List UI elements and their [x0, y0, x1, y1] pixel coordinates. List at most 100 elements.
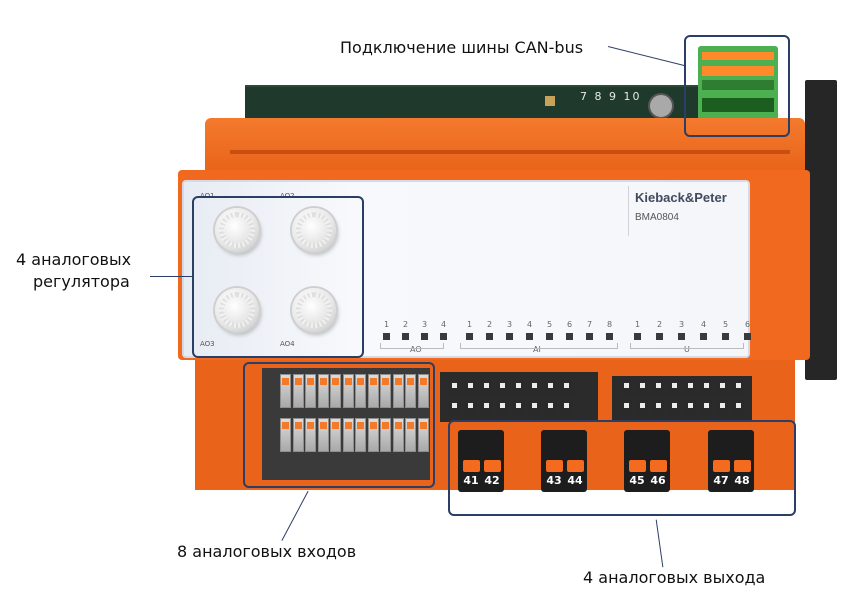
input-terminal[interactable]	[292, 374, 304, 408]
status-led	[526, 333, 533, 340]
status-led	[656, 333, 663, 340]
terminal-block[interactable]	[560, 380, 573, 396]
plug-release-tab	[650, 460, 667, 472]
can-bus-terminal	[698, 46, 778, 120]
input-terminal[interactable]	[417, 374, 429, 408]
input-terminal[interactable]	[330, 374, 341, 408]
led-number: 4	[527, 320, 533, 329]
terminal-block[interactable]	[732, 400, 745, 416]
input-terminal[interactable]	[342, 374, 354, 408]
terminal-block[interactable]	[448, 380, 461, 396]
terminal-block[interactable]	[700, 400, 713, 416]
led-number: 6	[745, 320, 751, 329]
regulator-knob-1[interactable]	[215, 208, 259, 252]
terminal-block[interactable]	[512, 400, 525, 416]
terminal-block[interactable]	[528, 380, 541, 396]
input-terminal[interactable]	[367, 374, 379, 408]
terminal-block[interactable]	[528, 400, 541, 416]
led-number: 8	[607, 320, 613, 329]
led-group-label-ai: AI	[533, 345, 541, 354]
input-terminal[interactable]	[305, 374, 316, 408]
terminal-block[interactable]	[464, 380, 477, 396]
terminal-block[interactable]	[544, 400, 557, 416]
terminal-block[interactable]	[620, 400, 633, 416]
status-led	[744, 333, 751, 340]
input-terminal[interactable]	[317, 374, 329, 408]
led-number: 3	[422, 320, 428, 329]
knob-label-ao3: AO3	[200, 340, 215, 348]
terminal-block[interactable]	[668, 380, 681, 396]
input-terminal[interactable]	[367, 418, 379, 452]
led-bracket-u	[630, 343, 744, 349]
plug-release-tab	[734, 460, 751, 472]
terminal-block[interactable]	[700, 380, 713, 396]
terminal-block[interactable]	[464, 400, 477, 416]
input-terminal[interactable]	[405, 374, 416, 408]
terminal-block[interactable]	[636, 400, 649, 416]
terminal-block[interactable]	[560, 400, 573, 416]
input-terminal[interactable]	[380, 418, 391, 452]
regulator-knob-2[interactable]	[292, 208, 336, 252]
terminal-block[interactable]	[620, 380, 633, 396]
input-terminal[interactable]	[280, 374, 291, 408]
input-terminal[interactable]	[392, 418, 404, 452]
led-number: 4	[441, 320, 447, 329]
terminal-block[interactable]	[636, 380, 649, 396]
input-terminal[interactable]	[355, 374, 366, 408]
terminal-block[interactable]	[732, 380, 745, 396]
input-terminal[interactable]	[330, 418, 341, 452]
plug-release-tab	[713, 460, 730, 472]
terminal-block[interactable]	[512, 380, 525, 396]
led-number: 2	[657, 320, 663, 329]
input-terminal[interactable]	[417, 418, 429, 452]
terminal-block[interactable]	[480, 380, 493, 396]
led-group-label-u: U	[684, 345, 690, 354]
regulator-knob-4[interactable]	[292, 288, 336, 332]
status-led	[634, 333, 641, 340]
terminal-block[interactable]	[716, 380, 729, 396]
led-number: 2	[403, 320, 409, 329]
status-led	[678, 333, 685, 340]
terminal-block[interactable]	[684, 400, 697, 416]
status-led	[506, 333, 513, 340]
pcb-numbers: 7 8 9 10	[580, 90, 642, 103]
terminal-block[interactable]	[668, 400, 681, 416]
input-terminal[interactable]	[292, 418, 304, 452]
terminal-block[interactable]	[480, 400, 493, 416]
input-terminal[interactable]	[405, 418, 416, 452]
input-terminal[interactable]	[305, 418, 316, 452]
plug-release-tab	[546, 460, 563, 472]
led-number: 4	[701, 320, 707, 329]
side-rail	[805, 80, 837, 380]
led-number: 7	[587, 320, 593, 329]
pcb-dip-switch	[648, 93, 674, 119]
terminal-number: 47	[713, 474, 729, 487]
terminal-block[interactable]	[652, 400, 665, 416]
input-terminal[interactable]	[280, 418, 291, 452]
brand-name: Kieback&Peter	[635, 190, 727, 205]
regulator-knob-3[interactable]	[215, 288, 259, 332]
plug-release-tab	[484, 460, 501, 472]
callout-regulators-line1: 4 аналоговых	[16, 250, 132, 269]
terminal-block[interactable]	[496, 400, 509, 416]
terminal-block[interactable]	[544, 380, 557, 396]
input-terminal[interactable]	[355, 418, 366, 452]
input-terminal[interactable]	[317, 418, 329, 452]
terminal-block[interactable]	[716, 400, 729, 416]
callout-can-bus: Подключение шины CAN-bus	[340, 38, 584, 57]
led-number: 5	[547, 320, 553, 329]
status-led	[606, 333, 613, 340]
input-terminal[interactable]	[380, 374, 391, 408]
input-terminal[interactable]	[342, 418, 354, 452]
terminal-block[interactable]	[496, 380, 509, 396]
input-terminal[interactable]	[392, 374, 404, 408]
terminal-block[interactable]	[652, 380, 665, 396]
terminal-block[interactable]	[684, 380, 697, 396]
terminal-block[interactable]	[448, 400, 461, 416]
terminal-cavity-right	[612, 376, 752, 422]
